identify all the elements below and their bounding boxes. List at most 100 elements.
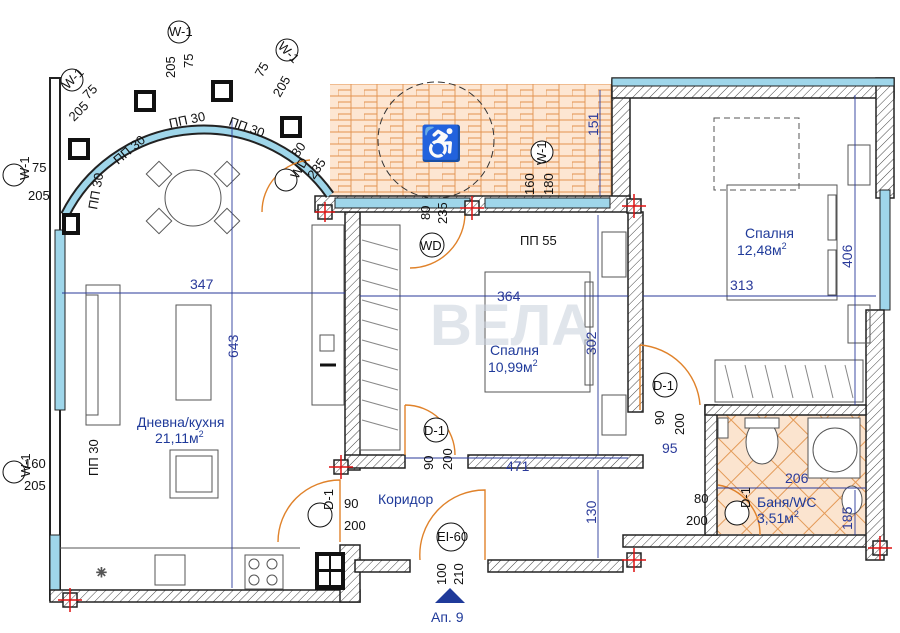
tag-d1-corridor: D-1 90 200 [307, 489, 366, 533]
stove-block [315, 552, 345, 590]
svg-text:D-1: D-1 [738, 487, 753, 508]
balcony-window-right [484, 197, 611, 209]
svg-text:205: 205 [270, 73, 294, 99]
sofa [85, 284, 212, 426]
sill-label-pp30-b: ПП 30 [110, 132, 148, 167]
svg-text:75: 75 [32, 160, 46, 175]
right-wall-bottom [865, 309, 885, 561]
entry-wall-right [487, 559, 624, 573]
bedroom1-area: 10,99м2 [488, 358, 538, 375]
wall-bed1-bottom-right [467, 454, 644, 469]
bottom-wall-kitchen [49, 589, 361, 603]
tag-d1-bed2: D-1 90 200 [652, 372, 687, 435]
wardrobe-bed1 [359, 224, 401, 451]
svg-text:200: 200 [672, 413, 687, 435]
svg-text:80: 80 [288, 139, 309, 159]
dimension-lines [62, 90, 876, 588]
tag-wd-bay: WD 80 235 [274, 139, 329, 192]
bedroom2-area: 12,48м2 [737, 241, 787, 258]
bedroom2-name: Спалня [745, 225, 794, 241]
armchair [169, 449, 219, 499]
svg-text:205: 205 [28, 188, 50, 203]
dim-95: 95 [662, 440, 678, 456]
svg-text:W-1: W-1 [17, 156, 32, 180]
bath-fixtures [717, 417, 863, 515]
watermark: ВЕЛА [430, 293, 593, 358]
bathroom-area: 3,51м2 [757, 509, 799, 526]
wardrobe-tv [311, 224, 345, 406]
tag-w1-balcony: W-1 160 180 [522, 140, 556, 195]
left-window [54, 229, 66, 411]
tag-ei60-entry: EI-60 100 210 [434, 522, 468, 585]
bed-2 [713, 117, 871, 344]
svg-text:205: 205 [163, 56, 178, 78]
dim-406: 406 [839, 244, 855, 268]
tag-d1-bath: D-1 80 200 [686, 487, 753, 528]
svg-text:80: 80 [694, 491, 708, 506]
dim-302: 302 [583, 331, 599, 355]
dim-643: 643 [225, 334, 241, 358]
tag-w1-upper-left: W-1 75 205 [59, 65, 100, 124]
svg-text:180: 180 [541, 173, 556, 195]
wall-living-bed1 [344, 211, 361, 471]
entry-wall-left [354, 559, 411, 573]
svg-text:75: 75 [80, 81, 101, 102]
structural-columns [58, 194, 892, 612]
dim-364: 364 [497, 288, 521, 304]
svg-text:✳: ✳ [96, 565, 107, 580]
sill-label-pp30-a: ПП 30 [85, 172, 106, 211]
dim-185: 185 [839, 506, 855, 530]
dim-471: 471 [506, 458, 530, 474]
svg-text:EI-60: EI-60 [437, 529, 468, 544]
bedroom1-name: Спалня [490, 342, 539, 358]
svg-text:205: 205 [24, 478, 46, 493]
svg-text:W-1: W-1 [169, 24, 193, 39]
bed-1 [484, 231, 627, 436]
svg-text:235: 235 [304, 155, 329, 181]
bath-bottom-wall [622, 534, 879, 548]
apartment-number: Ап. 9 [431, 609, 464, 625]
apartment-entry-marker: Ап. 9 [431, 588, 465, 625]
svg-text:75: 75 [252, 59, 272, 79]
dining-table [145, 160, 241, 235]
dim-313: 313 [730, 277, 754, 293]
svg-text:D-1: D-1 [424, 423, 445, 438]
bathroom-name: Баня/WC [757, 494, 817, 510]
svg-text:205: 205 [66, 98, 92, 124]
sill-label-pp55: ПП 55 [520, 233, 557, 248]
svg-text:75: 75 [181, 54, 196, 68]
balcony-deck [330, 84, 612, 196]
bay-pillars [62, 80, 302, 235]
wall-bed1-bed2 [627, 211, 644, 413]
svg-text:200: 200 [440, 448, 455, 470]
living-room-name: Дневна/кухня [137, 414, 224, 430]
svg-text:235: 235 [435, 202, 450, 224]
tag-w1-side: W-1 160 205 [2, 453, 46, 493]
tag-wd-bedroom: WD 80 235 [418, 202, 450, 258]
wardrobe-bed2 [714, 359, 864, 403]
tag-w1-top: W-1 75 205 [163, 20, 196, 78]
right-window [879, 189, 891, 311]
tag-w1-upper-right: W-1 75 205 [252, 38, 302, 100]
svg-text:200: 200 [686, 513, 708, 528]
svg-text:W-1: W-1 [534, 141, 549, 165]
dim-151: 151 [585, 112, 601, 136]
svg-text:160: 160 [522, 173, 537, 195]
wheelchair-turning-circle: ♿ [377, 81, 495, 199]
wall-bed1-bottom-left [344, 454, 406, 469]
wheelchair-icon: ♿ [420, 124, 462, 163]
kitchen-counter: ✳ [60, 547, 300, 590]
svg-text:D-1: D-1 [321, 489, 336, 510]
dim-347: 347 [190, 276, 214, 292]
svg-text:W-1: W-1 [18, 453, 33, 477]
corridor-name: Коридор [378, 491, 434, 507]
svg-text:D-1: D-1 [653, 378, 674, 393]
svg-text:90: 90 [344, 496, 358, 511]
svg-text:100: 100 [434, 563, 449, 585]
top-right-window [611, 77, 895, 87]
sill-label-pp30-c: ПП 30 [168, 109, 207, 131]
tag-d1-bed1: D-1 90 200 [421, 417, 455, 470]
right-wall-top [875, 77, 895, 199]
